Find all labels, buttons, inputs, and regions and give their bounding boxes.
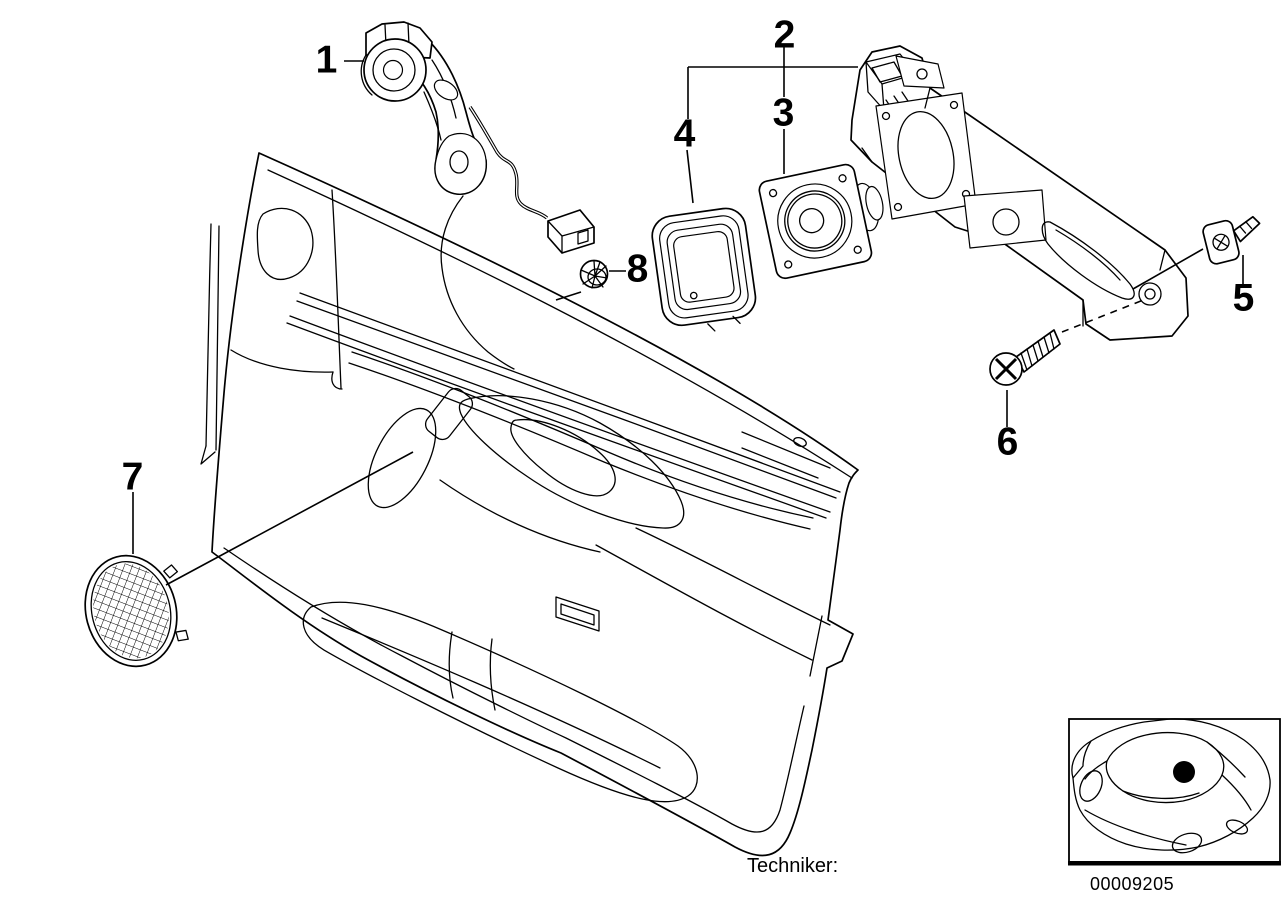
- speaker-grille-drawing: [84, 554, 189, 668]
- diagram-number: 00009205: [1090, 874, 1175, 894]
- screw-drawing: [989, 329, 1061, 386]
- technician-label: Techniker:: [747, 855, 839, 877]
- callout-label-2[interactable]: 2: [773, 13, 796, 57]
- callout-label-6[interactable]: 6: [996, 420, 1019, 464]
- leader-lines: [132, 47, 1244, 586]
- speaker-bracket-drawing: [850, 45, 1189, 341]
- speaker-housing-drawing: [651, 207, 757, 332]
- callout-label-8[interactable]: 8: [626, 247, 649, 291]
- callout-label-7[interactable]: 7: [121, 455, 144, 499]
- callout-label-5[interactable]: 5: [1232, 276, 1255, 320]
- car-outline: [1071, 718, 1271, 854]
- car-position-inset: [1068, 718, 1281, 866]
- door-panel-drawing: [200, 152, 859, 857]
- door-position-marker: [1173, 761, 1195, 783]
- expanding-rivet-drawing: [1202, 215, 1261, 265]
- tweeter-assembly-drawing: [360, 21, 595, 254]
- fastening-clip-drawing: [579, 259, 609, 289]
- callout-label-1[interactable]: 1: [315, 38, 338, 82]
- callout-label-4[interactable]: 4: [673, 112, 696, 156]
- callout-label-3[interactable]: 3: [772, 91, 795, 135]
- midrange-speaker-drawing: [758, 163, 884, 280]
